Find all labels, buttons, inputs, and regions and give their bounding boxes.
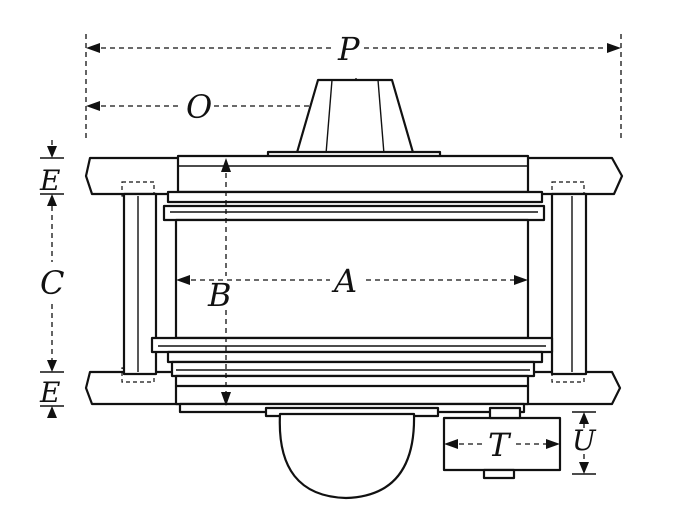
dimension-ec: E C E: [39, 140, 64, 418]
dimension-label-p: P: [337, 30, 360, 68]
dimension-label-t: T: [488, 426, 512, 464]
cylinder: [150, 154, 554, 418]
dimension-label-a: A: [331, 262, 357, 300]
dimension-b: B: [207, 158, 232, 406]
bowl: [278, 412, 416, 500]
dimension-o: O: [86, 78, 357, 156]
dimension-label-b: B: [207, 276, 232, 314]
dimension-label-u: U: [572, 424, 597, 457]
dimension-a: A: [176, 262, 528, 300]
dimension-label-e-bottom: E: [39, 376, 60, 409]
dimension-t: T: [444, 426, 560, 464]
left-post: [122, 192, 158, 376]
dimension-p: P: [85, 30, 622, 140]
dimension-u: U: [572, 411, 597, 475]
top-bracket: [266, 78, 442, 160]
right-post: [550, 192, 588, 376]
dimension-label-e-top: E: [39, 164, 60, 197]
dimension-label-o: O: [186, 88, 212, 126]
dimension-label-c: C: [40, 264, 64, 302]
